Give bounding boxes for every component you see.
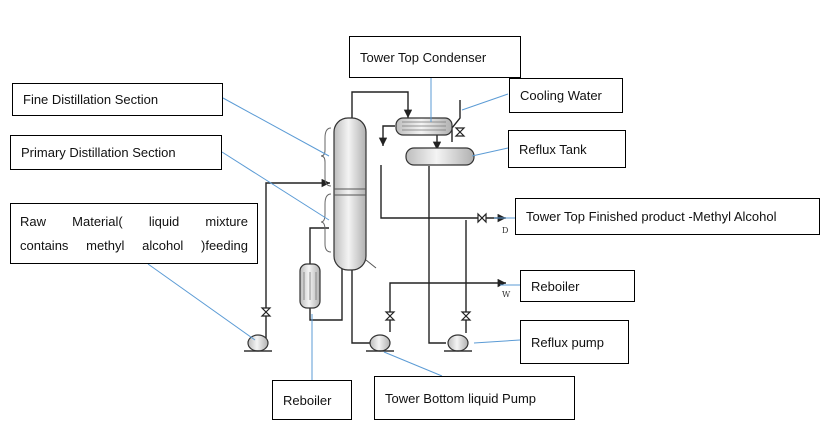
waste-stream-label: W xyxy=(502,290,511,299)
reflux-pump-unit xyxy=(444,334,472,352)
raw-material-label: Raw Material( liquid mixture contains me… xyxy=(10,203,258,264)
reflux-tank-label: Reflux Tank xyxy=(508,130,626,168)
valve-icon xyxy=(460,311,472,321)
fine-distillation-label: Fine Distillation Section xyxy=(12,83,223,116)
piping xyxy=(250,91,506,344)
bottom-pump-label: Tower Bottom liquid Pump xyxy=(374,376,575,420)
reboiler-right-label: Reboiler xyxy=(520,270,635,302)
leader-lines xyxy=(147,78,521,380)
reboiler-exchanger xyxy=(299,263,321,309)
bottom-pump xyxy=(366,334,394,352)
top-product-label: Tower Top Finished product -Methyl Alcoh… xyxy=(515,198,820,235)
tower-top-condenser-label: Tower Top Condenser xyxy=(349,36,521,78)
reflux-pump-label: Reflux pump xyxy=(520,320,629,364)
valves xyxy=(260,127,487,321)
valve-icon xyxy=(384,311,396,321)
distillate-stream-label: D xyxy=(502,226,509,235)
condenser xyxy=(395,117,453,136)
valve-icon xyxy=(454,127,466,137)
reflux-tank xyxy=(405,147,475,166)
section-braces xyxy=(320,127,332,253)
reboiler-bottom-label: Reboiler xyxy=(272,380,352,420)
primary-distillation-label: Primary Distillation Section xyxy=(10,135,222,170)
raw-material-line-2: contains methyl alcohol )feeding xyxy=(20,238,248,253)
distillation-column xyxy=(333,117,377,271)
valve-icon xyxy=(260,307,272,317)
raw-material-line-1: Raw Material( liquid mixture xyxy=(20,214,248,229)
feed-pump xyxy=(244,334,272,352)
cooling-water-label: Cooling Water xyxy=(509,78,623,113)
valve-icon xyxy=(477,212,487,224)
